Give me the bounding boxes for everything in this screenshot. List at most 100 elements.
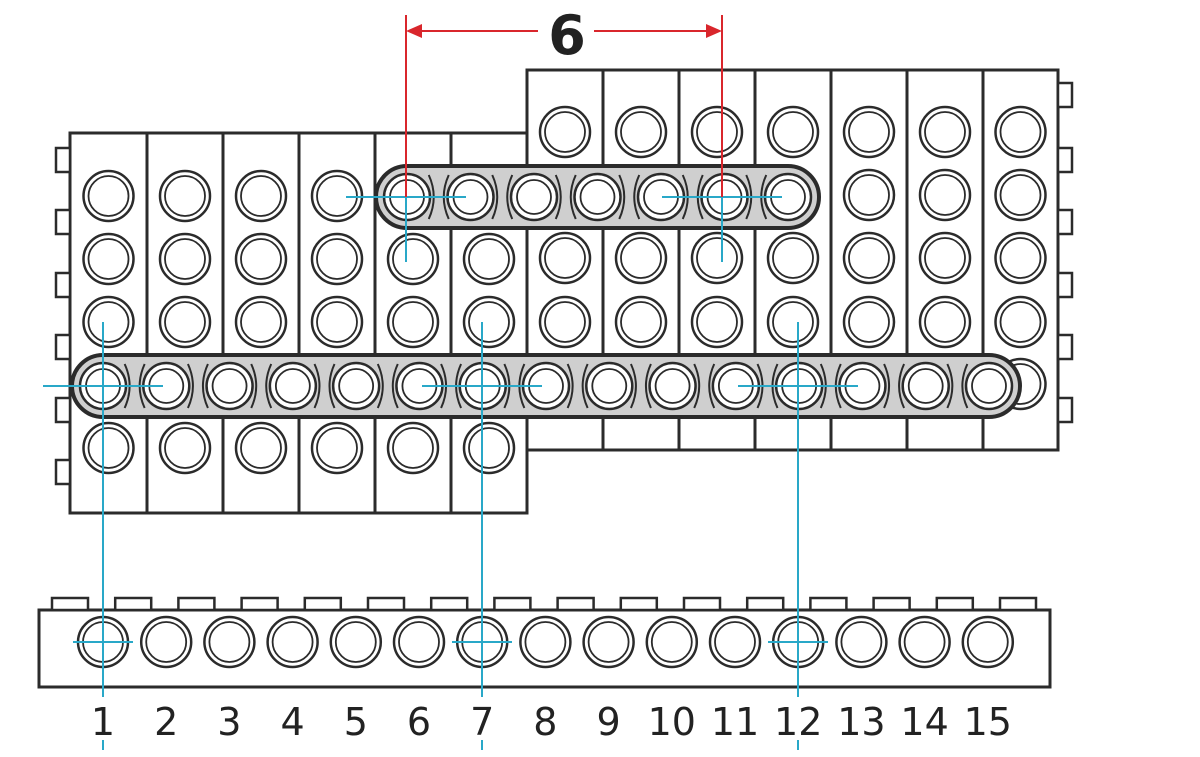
hole-outer: [614, 295, 668, 349]
left-grid-stud: [54, 333, 72, 361]
bottom-beam-stud: [745, 596, 785, 612]
dimension-arrowhead-right: [706, 24, 722, 38]
bottom-beam-stud: [619, 596, 659, 612]
liftarm-hole-inner: [654, 368, 691, 404]
hole-outer: [310, 295, 364, 349]
bottom-beam-stud: [935, 596, 975, 612]
left-grid-stud: [54, 458, 72, 486]
hole-number: 12: [774, 700, 822, 744]
hole-outer: [842, 168, 896, 222]
hole-outer: [82, 295, 135, 349]
hole-number: 6: [407, 700, 431, 744]
hole-number: 11: [711, 700, 759, 744]
bottom-beam-stud: [240, 596, 279, 612]
long-liftarm: [70, 353, 1022, 419]
hole-outer: [918, 231, 972, 285]
hole-outer: [835, 615, 888, 669]
hole-inner: [87, 175, 130, 217]
bottom-beam-stud: [998, 596, 1038, 612]
hole-outer: [234, 232, 288, 286]
bottom-beam-stud: [809, 596, 848, 612]
hole-inner: [334, 621, 377, 663]
hole-inner: [208, 621, 251, 663]
liftarm-web: [630, 363, 652, 409]
upper-grid-stud: [1056, 271, 1074, 299]
hole-outer: [898, 615, 951, 669]
hole-inner: [392, 301, 434, 343]
hole-outer: [386, 421, 440, 475]
hole-inner: [468, 427, 510, 469]
hole-outer: [158, 295, 212, 349]
hole-number: 15: [964, 700, 1012, 744]
hole-outer: [690, 231, 744, 285]
hole-number: 10: [648, 700, 696, 744]
hole-outer: [392, 615, 446, 669]
hole-outer: [994, 168, 1047, 222]
hole-outer: [766, 295, 820, 349]
hole-outer: [918, 105, 972, 159]
hole-outer: [462, 421, 516, 475]
hole-inner: [587, 621, 630, 663]
hole-inner: [164, 238, 206, 280]
hole-inner: [240, 238, 282, 280]
hole-outer: [766, 231, 820, 285]
liftarm-web: [491, 174, 514, 220]
hole-inner: [848, 237, 890, 279]
hole-outer: [690, 295, 744, 349]
hole-inner: [316, 427, 358, 469]
upper-grid-stud: [1056, 396, 1074, 424]
hole-inner: [468, 238, 510, 280]
hole-outer: [994, 295, 1047, 349]
hole-inner: [620, 111, 662, 153]
hole-outer: [386, 295, 440, 349]
hole-inner: [999, 237, 1042, 279]
hole-inner: [696, 111, 738, 153]
hole-inner: [924, 111, 966, 153]
hole-outer: [462, 295, 516, 349]
hole-outer: [386, 232, 440, 286]
short-liftarm: [374, 164, 821, 230]
hole-outer: [582, 615, 635, 669]
guide-lines: [43, 180, 858, 750]
bottom-beam-stud: [872, 596, 911, 612]
hole-inner: [966, 621, 1009, 663]
hole-inner: [87, 427, 130, 469]
hole-inner: [145, 621, 188, 663]
hole-number: 9: [597, 700, 621, 744]
hole-inner: [620, 237, 662, 279]
hole-outer: [82, 421, 135, 475]
hole-inner: [524, 621, 567, 663]
hole-outer: [842, 231, 896, 285]
hole-outer: [538, 295, 592, 349]
hole-outer: [329, 615, 383, 669]
hole-inner: [87, 301, 130, 343]
hole-outer: [266, 615, 319, 669]
liftarm-web: [946, 363, 969, 409]
hole-inner: [999, 111, 1042, 153]
liftarm-hole-inner: [907, 368, 944, 404]
hole-inner: [696, 237, 738, 279]
hole-inner: [848, 111, 890, 153]
hole-outer: [310, 232, 364, 286]
bottom-beam-stud: [429, 596, 469, 612]
bottom-beam-stud: [493, 596, 532, 612]
hole-outer: [234, 295, 288, 349]
hole-outer: [690, 105, 744, 159]
hole-inner: [392, 427, 434, 469]
hole-outer: [994, 231, 1047, 285]
hole-outer: [766, 105, 820, 159]
hole-number: 8: [533, 700, 557, 744]
liftarm-hole-inner: [516, 179, 552, 215]
liftarm-web: [554, 174, 577, 220]
hole-inner: [164, 175, 206, 217]
hole-outer: [918, 168, 972, 222]
liftarm-hole-inner: [579, 179, 616, 215]
left-grid-stud: [54, 396, 72, 424]
hole-outer: [203, 615, 256, 669]
liftarm-web: [376, 363, 399, 409]
hole-number: 5: [344, 700, 368, 744]
hole-inner: [392, 238, 434, 280]
liftarm-hole-inner: [211, 368, 248, 404]
hole-inner: [316, 301, 358, 343]
